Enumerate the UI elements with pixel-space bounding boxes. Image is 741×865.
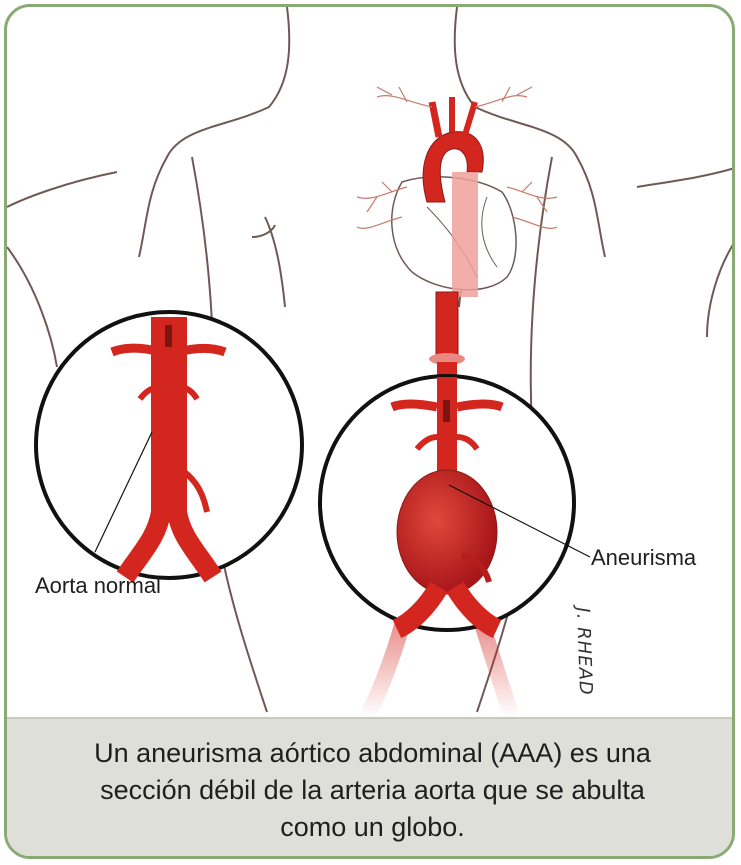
normal-aorta-label: Aorta normal (35, 573, 161, 599)
figure-card: Aorta normal Aneurisma J. RHEAD Un aneur… (4, 4, 735, 859)
artist-signature: J. RHEAD (572, 607, 596, 696)
normal-aorta-circle (36, 312, 302, 578)
caption-box: Un aneurisma aórtico abdominal (AAA) es … (7, 717, 735, 859)
caption-text: Un aneurisma aórtico abdominal (AAA) es … (73, 735, 673, 846)
anatomy-illustration (7, 7, 735, 717)
aneurysm-label: Aneurisma (591, 545, 696, 571)
aneurysm-circle (320, 376, 590, 630)
